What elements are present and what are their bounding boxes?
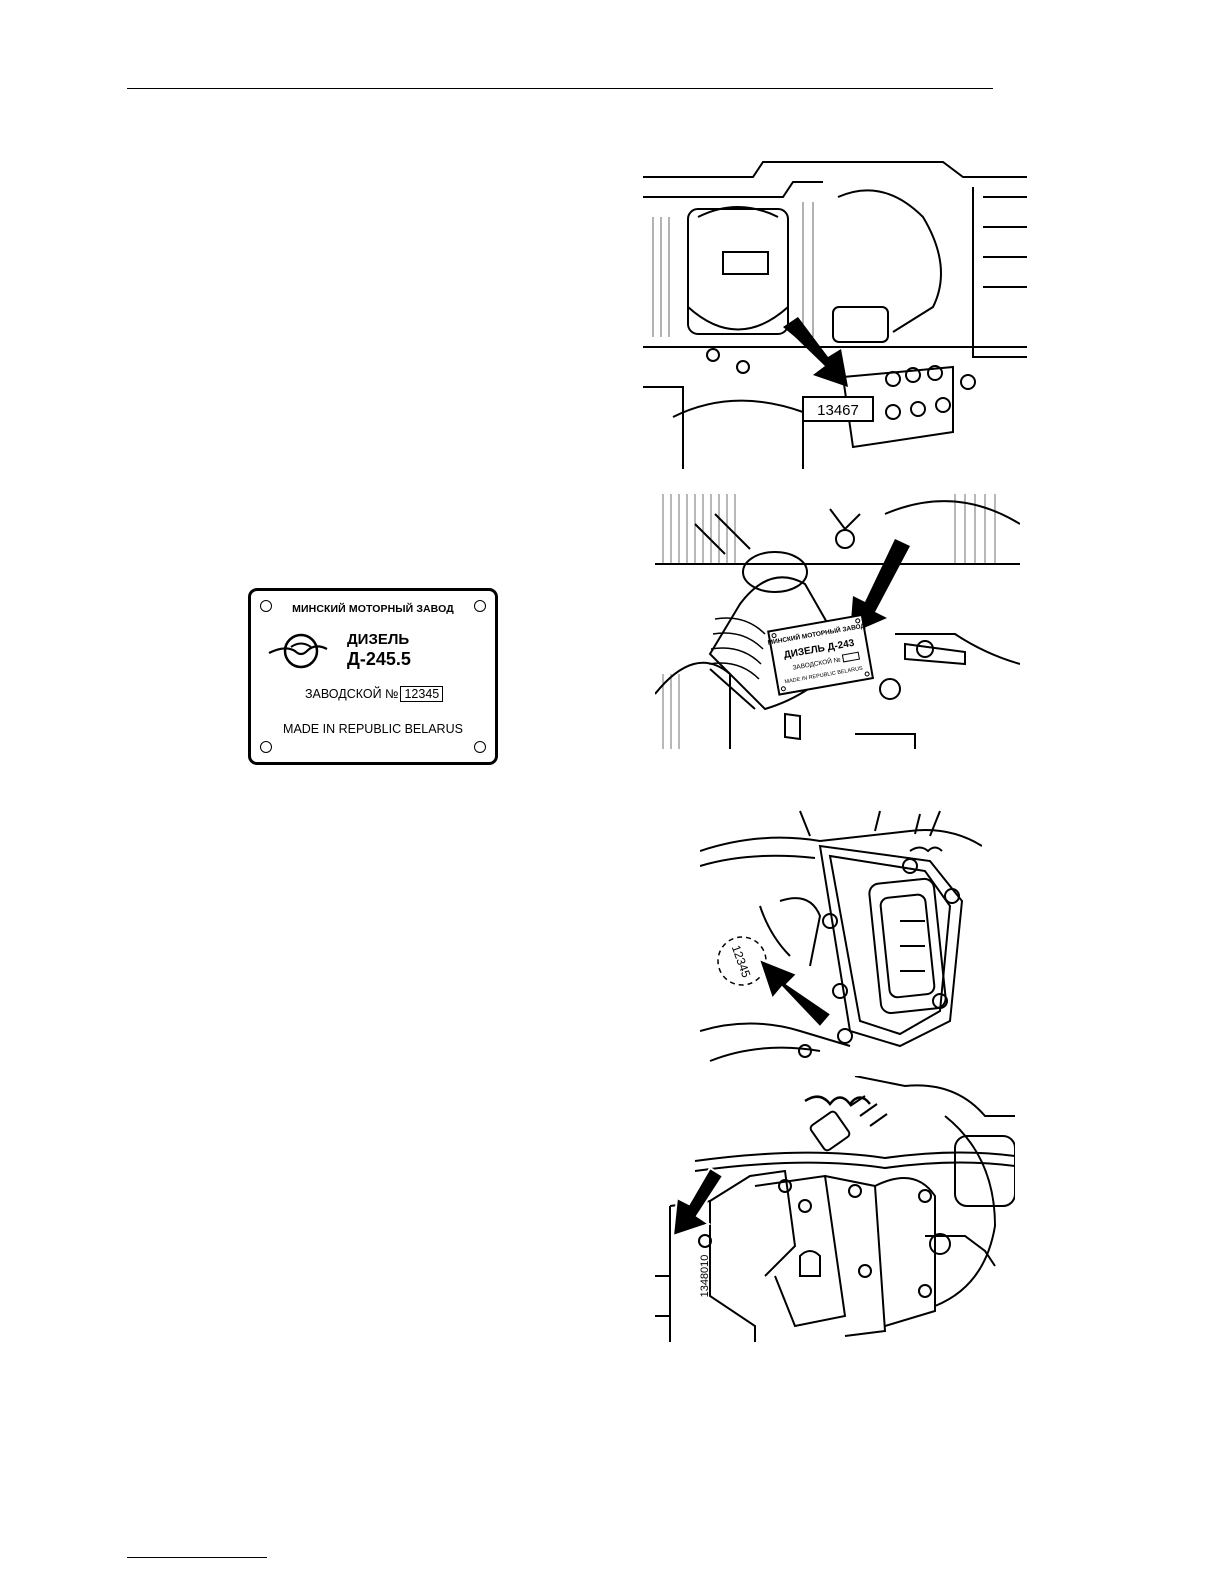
- pointer-arrow-icon: [783, 317, 848, 387]
- housing-drawing: 1348010: [655, 1076, 1015, 1342]
- factory-logo-icon: [267, 631, 329, 671]
- cylinder-head-number-figure: 12345: [700, 806, 982, 1069]
- header-rule: [127, 88, 993, 89]
- country-of-origin: MADE IN REPUBLIC BELARUS: [251, 722, 495, 736]
- cylinder-head-drawing: 12345: [700, 806, 982, 1069]
- pointer-arrow-icon: [673, 1168, 723, 1236]
- footer-rule: [127, 1557, 267, 1558]
- cylinder-head-number: 12345: [729, 943, 754, 979]
- engine-plate-location-figure: МИНСКИЙ МОТОРНЫЙ ЗАВОД ДИЗЕЛЬ Д-243 ЗАВО…: [655, 494, 1020, 749]
- engine-model: Д-245.5: [347, 648, 411, 670]
- housing-number-figure: 1348010: [655, 1076, 1015, 1342]
- engine-plate-drawing: МИНСКИЙ МОТОРНЫЙ ЗАВОД ДИЗЕЛЬ Д-243 ЗАВО…: [655, 494, 1020, 749]
- engine-block-number: 13467: [817, 402, 859, 419]
- engine-block-drawing: 13467: [643, 157, 1027, 469]
- mounting-hole-icon: [260, 741, 272, 753]
- housing-number: 1348010: [699, 1255, 711, 1298]
- engine-block-number-figure: 13467: [643, 157, 1027, 469]
- serial-label: ЗАВОДСКОЙ №: [305, 687, 398, 701]
- serial-number: 12345: [400, 686, 443, 702]
- engine-nameplate: МИНСКИЙ МОТОРНЫЙ ЗАВОД ДИЗЕЛЬ Д-245.5 ЗА…: [248, 588, 498, 765]
- mounting-hole-icon: [474, 741, 486, 753]
- pointer-arrow-icon: [758, 958, 832, 1028]
- manufacturer-name: МИНСКИЙ МОТОРНЫЙ ЗАВОД: [251, 603, 495, 615]
- product-type: ДИЗЕЛЬ: [347, 631, 409, 649]
